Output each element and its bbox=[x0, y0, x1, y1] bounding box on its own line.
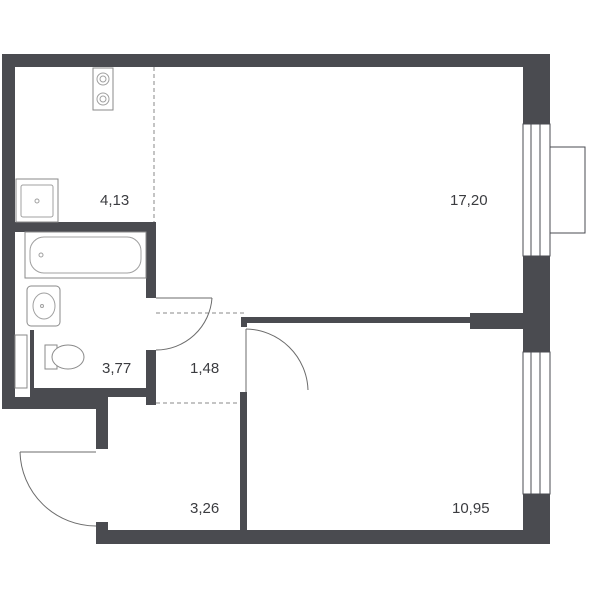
balcony-outline bbox=[549, 146, 586, 234]
living-room-area-label: 17,20 bbox=[450, 192, 488, 209]
interior-walls bbox=[15, 222, 523, 542]
toilet-bowl-icon bbox=[51, 344, 85, 370]
wall-right-lower bbox=[523, 494, 550, 544]
bathtub-icon bbox=[24, 231, 147, 279]
entrance-hall-area-label: 3,26 bbox=[190, 500, 219, 517]
wall-entry-stub bbox=[96, 397, 108, 449]
bathtub-basin-icon bbox=[29, 236, 142, 274]
room-labels: 4,13 17,20 3,77 1,48 3,26 10,95 bbox=[100, 192, 490, 517]
hallway-area-label: 1,48 bbox=[190, 360, 219, 377]
washbasin-bowl-icon bbox=[32, 292, 56, 320]
bedroom-door-swing bbox=[245, 328, 309, 391]
wall-bedroom-left-stub bbox=[241, 317, 247, 327]
windows bbox=[522, 123, 586, 495]
washbasin-drain-icon bbox=[40, 304, 44, 308]
wall-bedroom-top bbox=[246, 317, 470, 323]
wall-bath-inner-left bbox=[30, 330, 34, 397]
stove-burner-icon bbox=[96, 92, 110, 106]
window-living-room bbox=[522, 123, 551, 257]
bathroom-fixtures bbox=[14, 231, 147, 389]
wall-left-bottom bbox=[2, 397, 108, 409]
stove-burner-icon bbox=[99, 75, 107, 83]
wall-bath-top bbox=[15, 222, 156, 232]
kitchen-sink-drain-icon bbox=[34, 198, 40, 204]
wall-bath-bottom bbox=[30, 388, 156, 397]
wall-top bbox=[2, 54, 550, 67]
wall-bedroom-top-right bbox=[470, 313, 523, 329]
exterior-walls bbox=[2, 54, 550, 544]
kitchen-sink-icon bbox=[15, 178, 59, 223]
kitchen-sink-basin-icon bbox=[20, 184, 54, 218]
window-bedroom bbox=[522, 351, 551, 495]
wall-bath-right-upper bbox=[146, 222, 156, 298]
kitchen-fixtures bbox=[15, 67, 114, 223]
bathroom-door-swing bbox=[155, 297, 213, 351]
wall-bedroom-left bbox=[240, 392, 247, 542]
wall-left bbox=[2, 54, 15, 409]
wall-bottom bbox=[96, 530, 550, 544]
bathroom-area-label: 3,77 bbox=[102, 360, 131, 377]
doors bbox=[19, 297, 309, 527]
wall-bottom-stub bbox=[96, 522, 108, 544]
stove-burner-icon bbox=[96, 72, 110, 86]
laundry-niche-icon bbox=[14, 334, 28, 389]
zone-boundaries bbox=[153, 67, 246, 404]
kitchen-area-label: 4,13 bbox=[100, 192, 129, 209]
stove-icon bbox=[92, 67, 114, 111]
stove-burner-icon bbox=[99, 95, 107, 103]
wall-right-upper bbox=[523, 54, 550, 124]
wall-bath-right-lower bbox=[146, 350, 156, 405]
wall-right-mid bbox=[523, 256, 550, 352]
bedroom-area-label: 10,95 bbox=[452, 500, 490, 517]
entrance-door-swing bbox=[19, 451, 97, 527]
bathtub-drain-icon bbox=[38, 252, 44, 258]
